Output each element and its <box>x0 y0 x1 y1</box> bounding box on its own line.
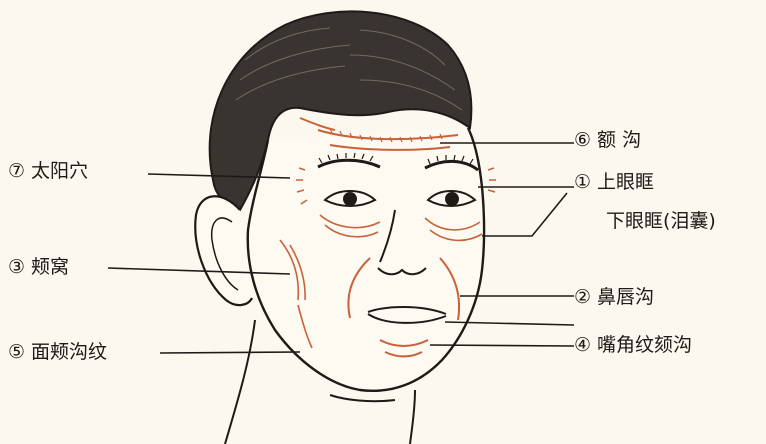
label-mouth-chin-number: ④ <box>574 334 591 356</box>
label-forehead-groove-text: 额 沟 <box>597 129 641 151</box>
label-face-cheek-groove: ⑤ 面颊沟纹 <box>8 341 107 363</box>
label-upper-orbit: ① 上眼眶 <box>574 171 654 193</box>
label-cheek-hollow-number: ③ <box>8 256 25 278</box>
label-temple-text: 太阳穴 <box>31 160 88 182</box>
label-nasolabial-number: ② <box>574 286 591 308</box>
label-nasolabial-text: 鼻唇沟 <box>597 286 654 308</box>
label-forehead-groove: ⑥ 额 沟 <box>574 129 641 151</box>
label-nasolabial: ② 鼻唇沟 <box>574 286 654 308</box>
label-temple: ⑦ 太阳穴 <box>8 160 88 182</box>
label-face-cheek-groove-text: 面颊沟纹 <box>31 341 107 363</box>
label-upper-orbit-number: ① <box>574 171 591 193</box>
label-lower-orbit: 下眼眶(泪囊) <box>606 210 716 232</box>
label-lower-orbit-text: 下眼眶(泪囊) <box>606 210 716 232</box>
label-temple-number: ⑦ <box>8 160 25 182</box>
label-mouth-chin: ④ 嘴角纹颏沟 <box>574 334 692 356</box>
label-cheek-hollow: ③ 颊窝 <box>8 256 69 278</box>
label-face-cheek-groove-number: ⑤ <box>8 341 25 363</box>
label-mouth-chin-text: 嘴角纹颏沟 <box>597 334 692 356</box>
label-forehead-groove-number: ⑥ <box>574 129 591 151</box>
label-cheek-hollow-text: 颊窝 <box>31 256 69 278</box>
label-upper-orbit-text: 上眼眶 <box>597 171 654 193</box>
ear <box>195 196 252 305</box>
